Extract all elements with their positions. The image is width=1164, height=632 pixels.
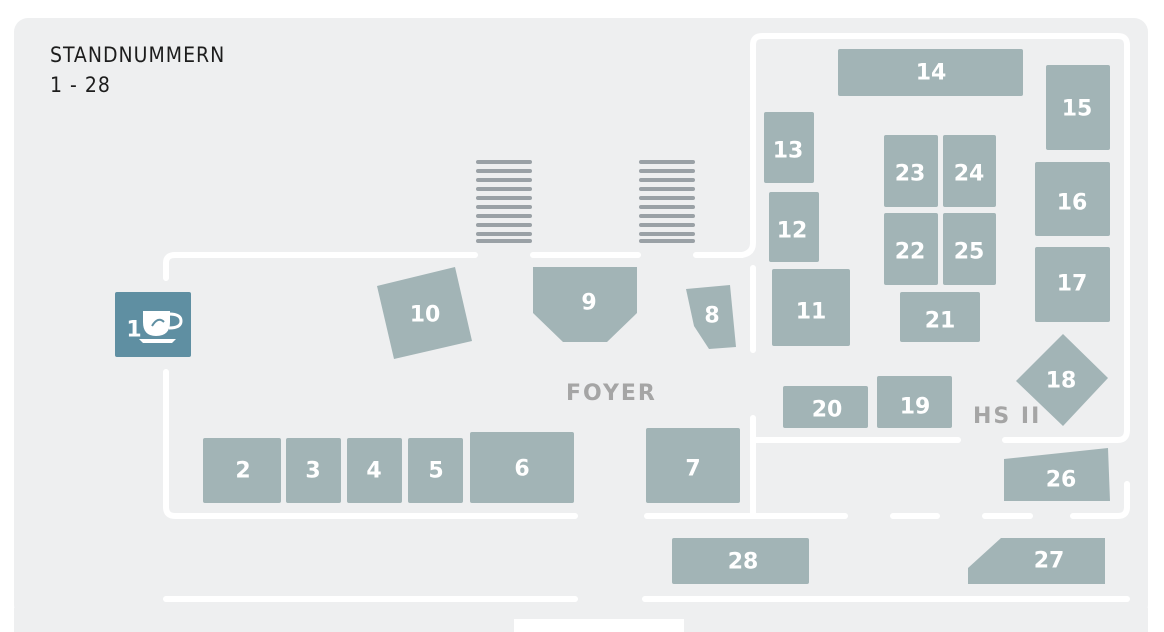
stand-5[interactable]	[408, 438, 463, 503]
stand-24[interactable]	[943, 135, 996, 207]
floor-plan-tab-right	[684, 608, 1148, 632]
stand-27[interactable]	[968, 538, 1105, 584]
stand-4[interactable]	[347, 438, 402, 503]
stand-28[interactable]	[672, 538, 809, 584]
stand-18[interactable]	[1016, 334, 1108, 426]
stand-6[interactable]	[470, 432, 574, 503]
stand-15[interactable]	[1046, 65, 1110, 150]
stand-19[interactable]	[877, 376, 952, 428]
stand-12[interactable]	[769, 192, 819, 262]
stand-17[interactable]	[1035, 247, 1110, 322]
map-title: STANDNUMMERN 1 - 28	[50, 40, 225, 100]
stand-26[interactable]	[1004, 448, 1110, 501]
stand-22[interactable]	[884, 213, 938, 285]
stand-9[interactable]	[533, 267, 637, 342]
hall-label: HS II	[973, 404, 1042, 429]
stairs-right	[639, 160, 695, 243]
stand-7[interactable]	[646, 428, 740, 503]
stand-23[interactable]	[884, 135, 938, 207]
stand-2[interactable]	[203, 438, 281, 503]
map-title-line1: STANDNUMMERN	[50, 43, 226, 67]
stand-21[interactable]	[900, 292, 980, 342]
stairs-left	[476, 160, 532, 243]
wall-south-segment-4	[1070, 481, 1130, 519]
stand-3[interactable]	[286, 438, 341, 503]
stand-20[interactable]	[783, 386, 868, 428]
wall-foyer-north	[163, 252, 478, 281]
stand-8[interactable]	[686, 285, 736, 349]
map-title-line2: 1 - 28	[50, 73, 111, 97]
stand-13[interactable]	[764, 112, 814, 183]
stand-14[interactable]	[838, 49, 1023, 96]
foyer-label: FOYER	[566, 381, 657, 406]
stand-11[interactable]	[772, 269, 850, 346]
stands	[115, 49, 1110, 584]
stand-10[interactable]	[377, 267, 472, 359]
coffee-cup-icon	[139, 311, 183, 343]
floor-plan-tab-left	[14, 608, 514, 632]
walls	[163, 33, 1130, 602]
stand-16[interactable]	[1035, 162, 1110, 236]
stand-25[interactable]	[943, 213, 996, 285]
wall-foyer-west	[163, 369, 578, 519]
wall-foyer-north-east	[693, 33, 1130, 443]
